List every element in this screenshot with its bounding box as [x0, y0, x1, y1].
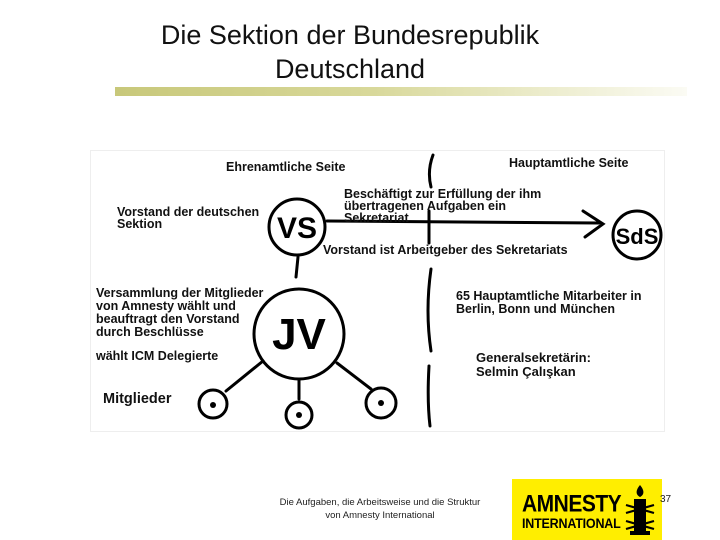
branch-right	[335, 361, 373, 391]
diagram-drawing: VS SdS JV	[197, 153, 663, 430]
footer-line-2: von Amnesty International	[325, 510, 435, 521]
assembly-label-line3: beauftragt den Vorstand	[96, 312, 240, 326]
staff-label-line2: Berlin, Bonn und München	[456, 302, 616, 316]
arrow-head	[581, 209, 606, 239]
member-node-middle	[284, 400, 314, 430]
sds-node-label: SdS	[616, 224, 659, 249]
board-label-line2: Sektion	[117, 217, 163, 231]
assembly-label-line1: Versammlung der Mitglieder	[96, 286, 264, 300]
page-number: 37	[660, 494, 672, 505]
employ-label-line1: Beschäftigt zur Erfüllung der ihm	[344, 187, 542, 201]
members-label: Mitglieder	[103, 391, 172, 407]
honorary-side-label: Ehrenamtliche Seite	[226, 160, 346, 174]
slide-footer: Die Aufgaben, die Arbeitsweise und die S…	[262, 496, 498, 522]
branch-left	[224, 359, 265, 393]
structure-diagram: VS SdS JV Ehrenamtliche Seite Hauptamtli…	[90, 150, 665, 432]
arrow-line	[325, 219, 601, 225]
title-underline-bar	[115, 87, 687, 96]
assembly-label-line4: durch Beschlüsse	[96, 325, 204, 339]
member-node-right	[364, 386, 398, 420]
sds-circle	[611, 209, 663, 261]
secgen-label-line2: Selmin Çalışkan	[476, 364, 576, 379]
assembly-label-line2: von Amnesty wählt und	[96, 299, 236, 313]
board-label-line1: Vorstand der deutschen	[117, 205, 260, 219]
vs-circle	[267, 197, 327, 257]
employer-label: Vorstand ist Arbeitgeber des Sekretariat…	[323, 243, 568, 257]
icm-label: wählt ICM Delegierte	[96, 349, 219, 363]
title-line-1: Die Sektion der Bundesrepublik	[160, 20, 540, 50]
candle-icon	[625, 485, 655, 535]
logo-text-amnesty: AMNESTY	[522, 491, 622, 518]
jv-node-label: JV	[272, 310, 326, 359]
logo-text-international: INTERNATIONAL	[522, 516, 621, 532]
divider-line	[426, 153, 435, 428]
employ-label-line2: übertragenen Aufgaben ein	[344, 199, 507, 213]
amnesty-logo: AMNESTY INTERNATIONAL	[512, 479, 662, 540]
staff-label-line1: 65 Hauptamtliche Mitarbeiter in	[456, 289, 642, 303]
employ-label-line3: Sekretariat	[344, 211, 409, 225]
vs-node-label: VS	[277, 212, 317, 245]
member-node-left	[197, 388, 229, 420]
secgen-label-line1: Generalsekretärin:	[476, 350, 591, 365]
title-line-2: Deutschland	[274, 54, 426, 84]
fulltime-side-label: Hauptamtliche Seite	[509, 156, 629, 170]
footer-line-1: Die Aufgaben, die Arbeitsweise und die S…	[279, 497, 481, 508]
vs-jv-connector	[294, 255, 300, 279]
slide-title: Die Sektion der Bundesrepublik Deutschla…	[110, 18, 590, 86]
